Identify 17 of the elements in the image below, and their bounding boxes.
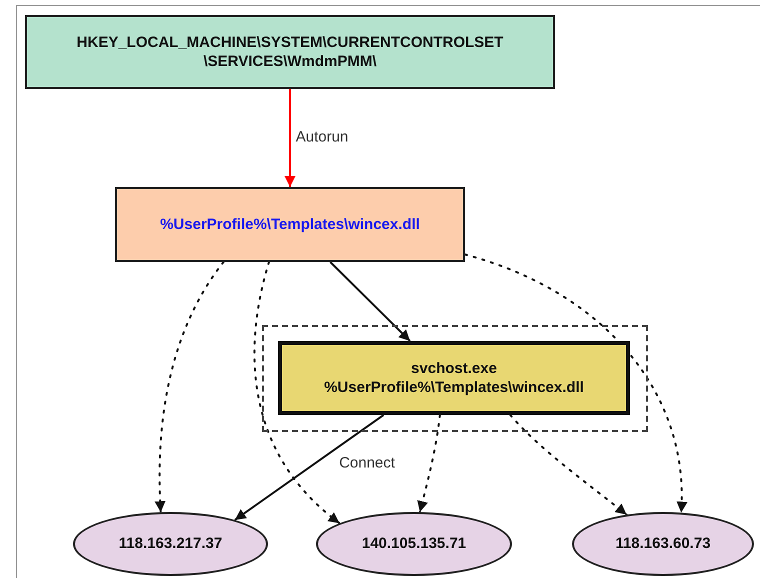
dotted-arrow [417, 414, 441, 514]
arrow [234, 414, 384, 521]
node-label: svchost.exe %UserProfile%\Templates\wincex.dll [323, 358, 585, 398]
node-label: 140.105.135.71 [360, 534, 468, 554]
node-label: HKEY_LOCAL_MACHINE\SYSTEM\CURRENTCONTROLSET \SERVICES\WmdmPMM\ [76, 32, 504, 72]
node-label: 118.163.60.73 [614, 534, 712, 554]
dotted-arrow [464, 254, 687, 514]
node-label: %UserProfile%\Templates\wincex.dll [159, 214, 421, 234]
cluster-box [262, 325, 648, 432]
file-box [115, 187, 465, 262]
process-box [278, 341, 630, 415]
arrow [284, 89, 296, 187]
registry-key-box [25, 15, 555, 89]
dotted-arrow [154, 261, 224, 514]
node-label: 118.163.217.37 [118, 534, 224, 554]
arrow [330, 261, 411, 342]
dotted-arrow [254, 261, 341, 524]
